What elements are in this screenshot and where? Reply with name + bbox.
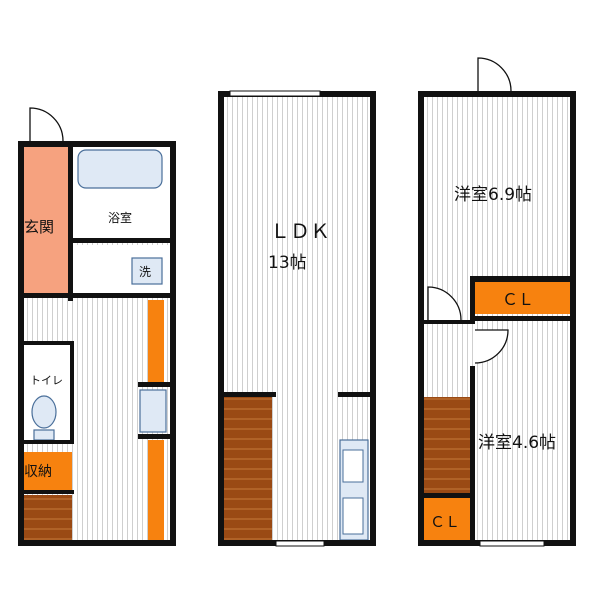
bedroom-door-lower[interactable]: [474, 329, 509, 364]
storage-area: [22, 452, 72, 490]
window-middle-bottom: [275, 540, 325, 547]
sink-left: [139, 389, 167, 433]
washer-box: [131, 257, 163, 285]
stairs-middle: [224, 397, 272, 542]
entrance-door[interactable]: [29, 107, 64, 142]
ldk-size-label: 13帖: [268, 253, 307, 273]
stairs-right: [424, 397, 472, 494]
washer-label: 洗: [139, 265, 151, 279]
bathtub: [77, 149, 163, 189]
closet-upper: [474, 282, 570, 314]
entrance-area: [22, 145, 68, 295]
toilet-bowl: [31, 395, 57, 429]
orange-strip-left-lower: [148, 440, 164, 540]
floor-right: 洋室6.9帖 ＣＬ 洋室4.6帖 ＣＬ: [418, 57, 576, 547]
window-right-bottom: [479, 540, 545, 547]
ldk-label: ＬＤＫ: [270, 219, 330, 243]
hall-door[interactable]: [427, 286, 462, 321]
bathroom-label: 浴室: [108, 210, 132, 225]
closet1-label: ＣＬ: [502, 290, 534, 309]
kitchen-stove: [342, 497, 364, 535]
storage-label: 収納: [24, 464, 52, 480]
toilet-tank: [33, 429, 55, 441]
kitchen-sink: [342, 449, 364, 483]
orange-strip-left-upper: [148, 300, 164, 382]
bedroom1-label: 洋室6.9帖: [454, 185, 532, 205]
closet-lower: [424, 498, 472, 540]
floor-left: 玄関 浴室 洗 トイレ 収納: [18, 107, 176, 546]
bedroom-door-top[interactable]: [477, 57, 512, 92]
entrance-label: 玄関: [24, 218, 54, 236]
stairs-left: [22, 495, 72, 545]
closet2-label: ＣＬ: [430, 513, 460, 531]
window-middle-top: [229, 90, 321, 97]
toilet-label: トイレ: [30, 374, 63, 387]
bedroom2-label: 洋室4.6帖: [478, 433, 556, 453]
floor-middle: ＬＤＫ 13帖: [218, 90, 376, 547]
